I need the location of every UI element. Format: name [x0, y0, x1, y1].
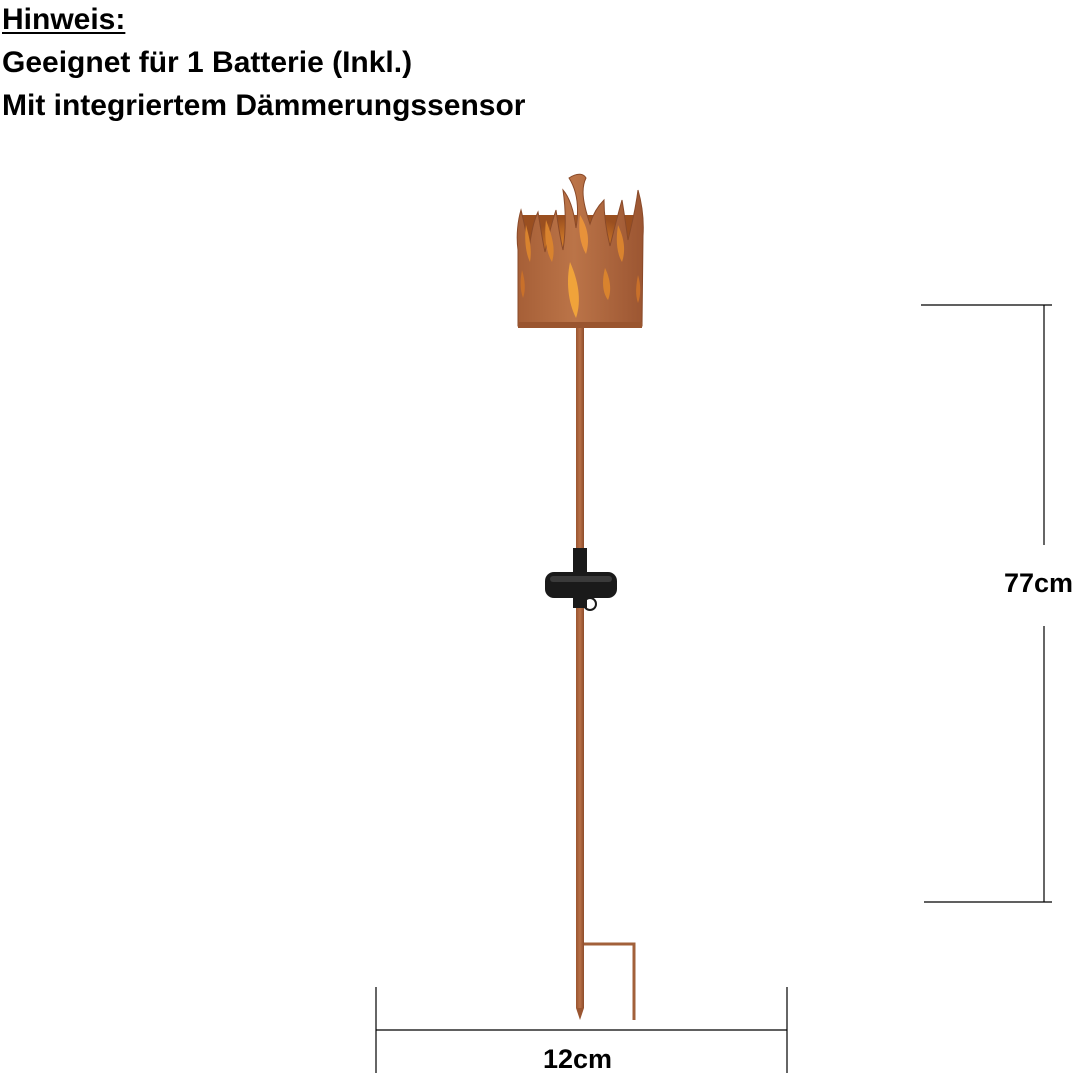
height-label: 77cm	[1004, 568, 1074, 598]
flame-cutout-right-2	[616, 225, 625, 262]
flame-cutout-center	[568, 262, 579, 318]
flame-cutout-center-top	[579, 215, 588, 254]
width-dimension	[375, 987, 788, 1073]
ground-stake-fork	[584, 942, 636, 1020]
flame-cup	[516, 173, 644, 328]
switch-icon	[583, 597, 597, 611]
height-dimension	[921, 304, 1052, 903]
product-note: Hinweis: Geeignet für 1 Batterie (Inkl.)…	[2, 0, 525, 127]
note-battery: Geeignet für 1 Batterie (Inkl.)	[2, 46, 413, 79]
flame-cutout-left	[525, 225, 531, 262]
flame-cup-rim	[518, 322, 642, 328]
rod-tip	[576, 1008, 584, 1020]
lower-rod	[576, 608, 584, 1008]
flame-cutout-left-2	[545, 220, 554, 262]
flame-cutout-edge-right	[636, 275, 641, 303]
upper-rod	[576, 328, 584, 550]
flame-cutout-right	[603, 268, 611, 300]
note-sensor: Mit integriertem Dämmerungssensor	[2, 89, 526, 122]
battery-unit	[545, 548, 617, 611]
note-heading: Hinweis:	[2, 3, 126, 36]
flame-cup-body	[516, 173, 644, 327]
width-label: 12cm	[543, 1044, 613, 1073]
flame-cutout-edge-left	[520, 270, 525, 298]
